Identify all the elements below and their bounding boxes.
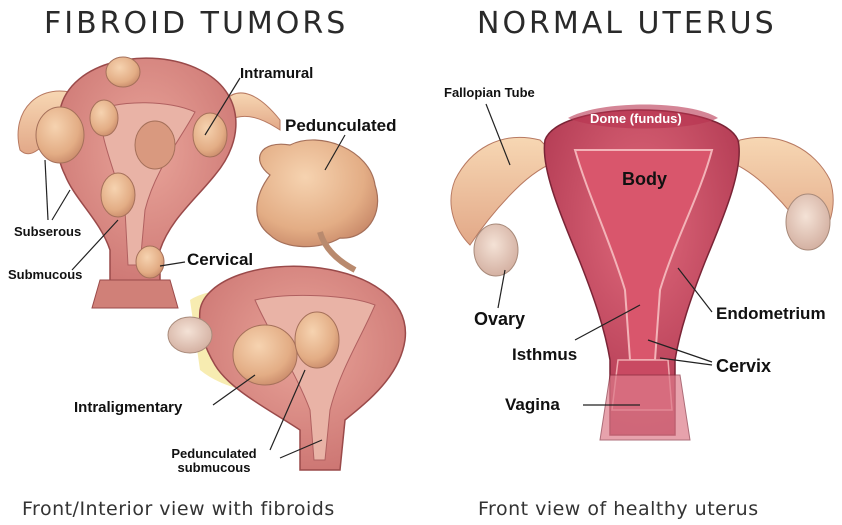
label-fallopian-tube: Fallopian Tube — [444, 86, 535, 100]
label-pedunculated-submucous-line2: submucous — [154, 461, 274, 475]
label-dome: Dome (fundus) — [590, 112, 682, 126]
label-subserous: Subserous — [14, 225, 81, 239]
label-endometrium: Endometrium — [716, 305, 826, 323]
label-ovary: Ovary — [474, 310, 525, 329]
label-body: Body — [622, 170, 667, 189]
label-intraligmentary: Intraligmentary — [74, 400, 182, 416]
right-title: NORMAL UTERUS — [477, 6, 777, 41]
label-submucous: Submucous — [8, 268, 82, 282]
label-pedunculated-submucous-line1: Pedunculated — [154, 447, 274, 461]
left-title: FIBROID TUMORS — [44, 6, 348, 41]
left-caption: Front/Interior view with fibroids — [22, 498, 335, 520]
right-caption: Front view of healthy uterus — [478, 498, 759, 520]
label-intramural: Intramural — [240, 66, 313, 82]
label-isthmus: Isthmus — [512, 346, 577, 364]
label-pedunculated-submucous: Pedunculated submucous — [154, 447, 274, 474]
label-cervical: Cervical — [187, 251, 253, 269]
label-pedunculated: Pedunculated — [285, 117, 396, 135]
label-vagina: Vagina — [505, 396, 560, 414]
normal-uterus — [451, 105, 833, 441]
fibroid-uterus-lower — [168, 140, 405, 470]
label-cervix: Cervix — [716, 357, 771, 376]
